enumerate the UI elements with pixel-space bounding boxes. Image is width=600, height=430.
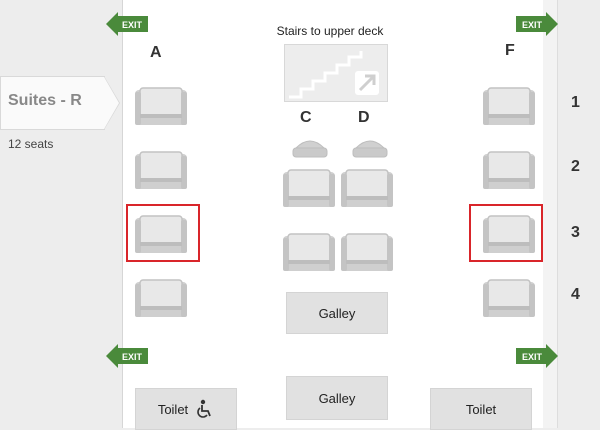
column-label-c: C — [300, 109, 312, 126]
cabin-name: Suites - R — [8, 92, 82, 109]
stairs-label: Stairs to upper deck — [276, 24, 384, 38]
row-number-2: 2 — [571, 158, 580, 175]
column-label-d: D — [358, 109, 370, 126]
column-label-a: A — [150, 44, 162, 61]
seat-4a[interactable] — [134, 276, 188, 318]
wheelchair-icon — [196, 399, 214, 419]
exit-sign-rear-left: EXIT — [106, 344, 148, 368]
right-edge-strip — [543, 0, 558, 428]
selected-seat-highlight-3a — [126, 204, 200, 262]
stairs-to-upper-deck — [284, 44, 388, 102]
exit-label: EXIT — [122, 20, 143, 30]
exit-sign-rear-right: EXIT — [516, 344, 558, 368]
seat-1a[interactable] — [134, 84, 188, 126]
galley-label: Galley — [318, 390, 356, 406]
seat-2d[interactable] — [340, 166, 394, 208]
exit-label: EXIT — [522, 352, 543, 362]
seat-3c[interactable] — [282, 230, 336, 272]
row-number-1: 1 — [571, 94, 580, 111]
stairs-up-icon — [289, 51, 379, 99]
seat-1f[interactable] — [482, 84, 536, 126]
column-label-f: F — [505, 42, 515, 59]
cabin-tab[interactable] — [0, 76, 105, 130]
seat-2c[interactable] — [282, 166, 336, 208]
exit-label: EXIT — [122, 352, 143, 362]
seat-4f[interactable] — [482, 276, 536, 318]
cabin-tab-pointer-fill — [104, 77, 119, 129]
seat-2f[interactable] — [482, 148, 536, 190]
seat-3f[interactable] — [482, 212, 536, 254]
toilet-accessible: Toilet — [135, 388, 237, 430]
seat-3d[interactable] — [340, 230, 394, 272]
toilet-label: Toilet — [157, 401, 189, 417]
row-number-3: 3 — [571, 224, 580, 241]
exit-sign-front-left: EXIT — [106, 12, 148, 36]
toilet-label: Toilet — [465, 401, 497, 417]
row-number-4: 4 — [571, 286, 580, 303]
toilet: Toilet — [430, 388, 532, 430]
galley-label: Galley — [318, 305, 356, 321]
seat-count: 12 seats — [8, 137, 54, 151]
selected-seat-highlight-3f — [469, 204, 543, 262]
seat-3a[interactable] — [134, 212, 188, 254]
bassinet-icon — [350, 136, 390, 165]
exit-label: EXIT — [522, 20, 543, 30]
exit-sign-front-right: EXIT — [516, 12, 558, 36]
galley-upper: Galley — [286, 292, 388, 334]
galley-lower: Galley — [286, 376, 388, 420]
seat-2a[interactable] — [134, 148, 188, 190]
bassinet-icon — [290, 136, 330, 165]
